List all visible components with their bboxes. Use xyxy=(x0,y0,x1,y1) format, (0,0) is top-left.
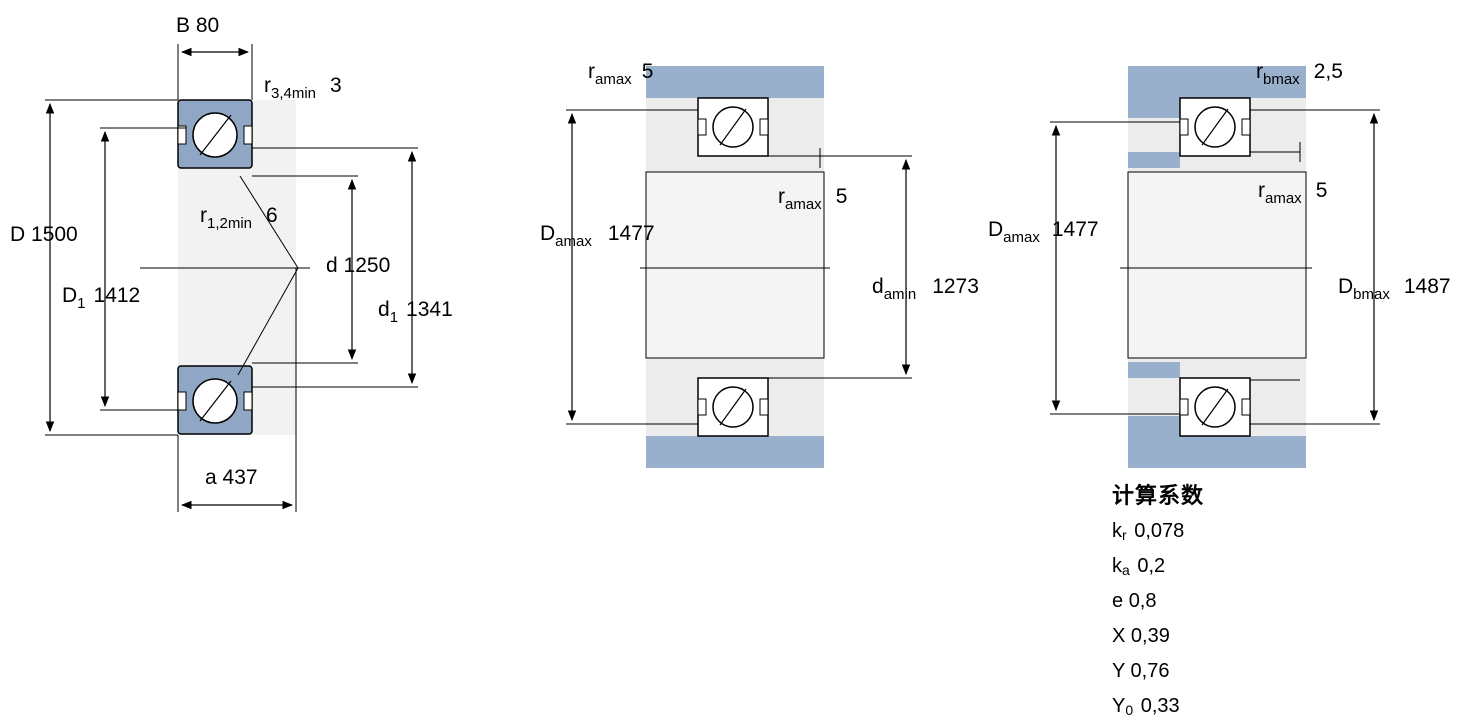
shaft-region xyxy=(645,171,825,359)
housing-bottom xyxy=(646,436,824,468)
housing-top-2 xyxy=(1128,66,1306,98)
bore-d-label: d 1250 xyxy=(326,254,390,277)
shaft-region-2 xyxy=(1127,171,1307,359)
housing-top xyxy=(646,66,824,98)
factor-e: e 0,8 xyxy=(1112,590,1157,612)
distance-a-label: a 437 xyxy=(205,466,258,489)
width-B-label: B 80 xyxy=(176,14,219,37)
calculation-factors: 计算系数 kr 0,078 ka 0,2 e 0,8 X 0,39 Y 0,76… xyxy=(1112,478,1204,724)
factor-Y: Y 0,76 xyxy=(1112,660,1170,682)
factor-X: X 0,39 xyxy=(1112,625,1170,647)
factor-kr: kr 0,078 xyxy=(1112,520,1185,543)
factor-Y0: Y0 0,33 xyxy=(1112,695,1180,718)
factor-ka: ka 0,2 xyxy=(1112,555,1166,578)
outer-diameter-D-label: D 1500 xyxy=(10,223,78,246)
housing-bottom-2 xyxy=(1128,436,1306,468)
calculation-factors-title: 计算系数 xyxy=(1112,483,1205,508)
